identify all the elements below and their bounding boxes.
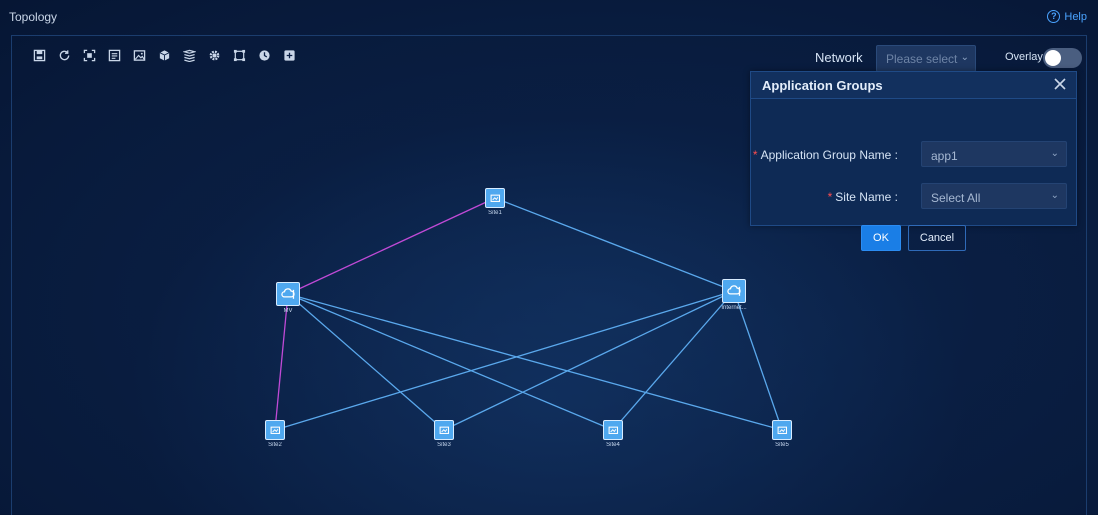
- topology-toolbar: [29, 47, 299, 63]
- overlay-toggle[interactable]: [1043, 48, 1082, 68]
- node-label: Site5: [775, 442, 789, 448]
- chevron-down-icon: ⌄: [1050, 190, 1059, 201]
- page-title: Topology: [9, 10, 58, 24]
- help-label: Help: [1064, 10, 1087, 23]
- link-mv-site2[interactable]: [274, 293, 289, 431]
- site-node-icon: [265, 420, 285, 440]
- site-node-icon: [485, 188, 505, 208]
- 3d-view-icon[interactable]: [154, 47, 174, 63]
- layers-icon[interactable]: [179, 47, 199, 63]
- node-mv[interactable]: MV: [276, 282, 300, 314]
- group-name-value: app1: [931, 149, 958, 163]
- network-label: Network: [815, 50, 863, 65]
- node-label: Site4: [606, 442, 620, 448]
- node-site1[interactable]: Site1: [485, 188, 505, 216]
- dialog-title: Application Groups: [762, 78, 883, 93]
- link-internet-site4[interactable]: [612, 290, 735, 431]
- node-internet[interactable]: Internet...: [721, 279, 747, 311]
- site-node-icon: [434, 420, 454, 440]
- group-name-label: *Application Group Name :: [752, 148, 898, 162]
- site-name-value: Select All: [931, 191, 981, 205]
- help-icon: ?: [1047, 10, 1061, 23]
- cloud-node-icon: [276, 282, 300, 306]
- node-label: MV: [283, 308, 293, 314]
- close-icon[interactable]: [1052, 76, 1068, 92]
- image-icon[interactable]: [129, 47, 149, 63]
- ok-button[interactable]: OK: [861, 225, 901, 251]
- site-node-icon: [603, 420, 623, 440]
- legend-icon[interactable]: [279, 47, 299, 63]
- refresh-icon[interactable]: [54, 47, 74, 63]
- form-row-site-name: *Site Name : Select All ⌄: [751, 183, 1076, 211]
- site-node-icon: [772, 420, 792, 440]
- overlay-label: Overlay: [1005, 51, 1043, 63]
- link-mv-site5[interactable]: [287, 293, 783, 431]
- network-placeholder: Please select: [886, 52, 958, 66]
- fit-view-icon[interactable]: [79, 47, 99, 63]
- link-mv-site3[interactable]: [287, 293, 445, 431]
- link-internet-site3[interactable]: [443, 290, 735, 431]
- node-site2[interactable]: Site2: [265, 420, 285, 448]
- site-name-select[interactable]: Select All ⌄: [921, 183, 1067, 209]
- node-site4[interactable]: Site4: [603, 420, 623, 448]
- select-area-icon[interactable]: [229, 47, 249, 63]
- export-icon[interactable]: [104, 47, 124, 63]
- site-name-label: *Site Name :: [827, 190, 898, 204]
- toggle-knob: [1045, 50, 1061, 66]
- application-groups-dialog: Application Groups *Application Group Na…: [750, 71, 1077, 251]
- group-name-select[interactable]: app1 ⌄: [921, 141, 1067, 167]
- cloud-node-icon: [722, 279, 746, 303]
- chevron-down-icon: ⌄: [960, 52, 969, 63]
- topology-links: [274, 197, 783, 431]
- page-header: Topology ? Help: [0, 0, 1098, 34]
- dialog-header: Application Groups: [751, 72, 1076, 99]
- form-row-group-name: *Application Group Name : app1 ⌄: [751, 141, 1076, 169]
- save-icon[interactable]: [29, 47, 49, 63]
- link-site1-internet[interactable]: [494, 197, 735, 292]
- link-internet-site5[interactable]: [733, 290, 783, 431]
- network-select[interactable]: Please select ⌄: [876, 45, 976, 72]
- node-label: Internet...: [721, 305, 747, 311]
- node-label: Site3: [437, 442, 451, 448]
- help-link[interactable]: ? Help: [1047, 10, 1087, 23]
- topology-panel: Network Please select ⌄ Overlay Site1 MV…: [11, 35, 1087, 515]
- node-site3[interactable]: Site3: [434, 420, 454, 448]
- cancel-button[interactable]: Cancel: [908, 225, 966, 251]
- node-label: Site2: [268, 442, 282, 448]
- required-marker: *: [827, 190, 833, 204]
- required-marker: *: [752, 148, 758, 162]
- link-mv-site1[interactable]: [287, 197, 496, 295]
- node-label: Site1: [488, 210, 502, 216]
- node-site5[interactable]: Site5: [772, 420, 792, 448]
- chevron-down-icon: ⌄: [1050, 148, 1059, 159]
- history-icon[interactable]: [254, 47, 274, 63]
- link-internet-site2[interactable]: [274, 290, 735, 431]
- settings-icon[interactable]: [204, 47, 224, 63]
- link-mv-site4[interactable]: [287, 293, 614, 431]
